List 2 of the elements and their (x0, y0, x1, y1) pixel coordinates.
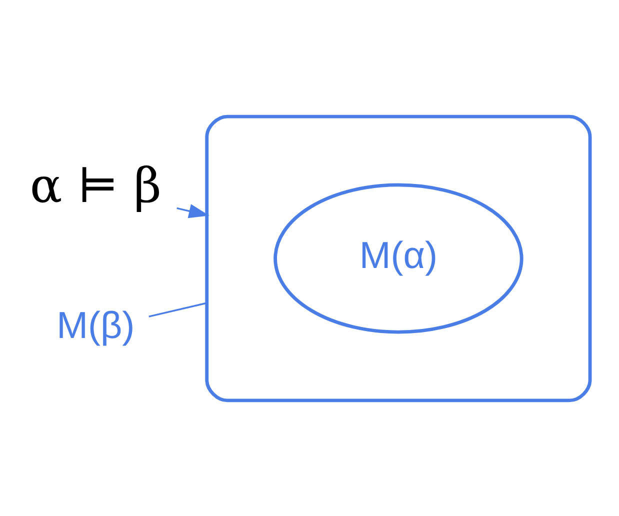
node-text: M(β) (56, 304, 135, 346)
node-text: α ⊨ β (30, 158, 162, 214)
